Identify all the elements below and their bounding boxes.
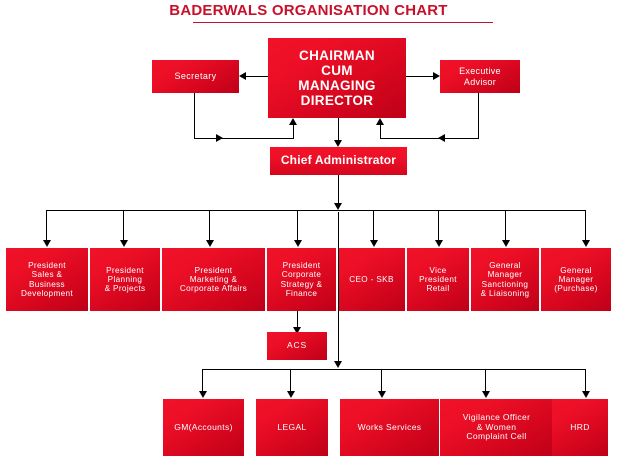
connector-unit-drop-1 [202,369,204,392]
arrow-left-icon-executive-advisor-feedback [438,134,445,142]
arrow-up-icon-executive-advisor-feedback [376,118,384,125]
node-secretary-label: Secretary [174,71,217,82]
node-department-label: General Manager (Purchase) [554,265,598,294]
node-executive-advisor[interactable]: Executive Advisor [440,60,520,93]
node-ceo-skb[interactable]: CEO - SKB [338,248,405,311]
node-department-label: Vice President Retail [419,265,457,294]
arrow-down-icon-to-department-bus [334,203,342,210]
arrow-right-icon-secretary-feedback [216,134,223,142]
node-acs[interactable]: ACS [267,332,327,360]
connector-secretary-feedback-down [194,93,196,139]
node-unit-label: GM(Accounts) [174,421,233,432]
node-president-corporate-strategy-finance[interactable]: President Corporate Strategy & Finance [267,248,336,311]
arrow-down-icon-unit-5 [581,391,590,398]
arrow-down-icon-dept-3 [205,240,214,247]
arrow-down-icon-dept-6 [434,240,443,247]
connector-secretary-feedback-across [194,137,294,139]
connector-chief-administrator-drop [337,175,339,205]
arrow-down-icon-unit-3 [377,391,386,398]
arrow-left-icon-to-secretary [239,72,246,80]
node-chief-administrator[interactable]: Chief Administrator [270,147,407,175]
node-department-label: President Corporate Strategy & Finance [280,261,323,298]
connector-unit-drop-2 [290,369,292,392]
node-department-label: General Manager Sanctioning & Liaisoning [480,261,530,298]
node-unit-label: LEGAL [277,421,307,432]
page-title: BADERWALS ORGANISATION CHART [169,2,448,19]
connector-unit-drop-3 [381,369,383,392]
unit-distribution-bus [202,369,586,371]
connector-unit-drop-4 [485,369,487,392]
node-works-services[interactable]: Works Services [340,399,439,456]
connector-secretary-feedback-up [293,125,295,138]
connector-bus-drop-8 [585,210,587,241]
arrow-right-icon-to-executive-advisor [433,72,440,80]
arrow-down-icon-to-acs [293,327,301,334]
connector-chief-administrator-spine-to-units [337,212,339,363]
node-unit-label: HRD [570,421,590,432]
node-executive-advisor-label: Executive Advisor [459,66,501,87]
node-unit-label: Works Services [357,421,422,432]
node-general-manager-purchase[interactable]: General Manager (Purchase) [541,248,611,311]
connector-bus-drop-6 [438,210,440,241]
connector-bus-drop-3 [209,210,211,241]
node-department-label: President Planning & Projects [104,265,146,294]
arrow-down-icon-dept-7 [501,240,510,247]
node-vigilance-officer-women-complaint-cell[interactable]: Vigilance Officer & Women Complaint Cell [440,399,553,456]
connector-bus-drop-1 [46,210,48,241]
arrow-down-icon-unit-4 [481,391,490,398]
connector-executive-advisor-feedback-across [380,137,479,139]
arrow-down-icon-dept-5 [369,240,378,247]
connector-bus-drop-7 [505,210,507,241]
node-vice-president-retail[interactable]: Vice President Retail [407,248,469,311]
node-chairman-cum-managing-director[interactable]: CHAIRMAN CUM MANAGING DIRECTOR [268,38,406,118]
node-acs-label: ACS [287,340,307,351]
node-chairman-label: CHAIRMAN CUM MANAGING DIRECTOR [298,47,376,109]
node-general-manager-sanctioning-liaisoning[interactable]: General Manager Sanctioning & Liaisoning [471,248,539,311]
connector-executive-advisor-feedback-up [380,125,382,138]
arrow-up-icon-secretary-feedback [289,118,297,125]
connector-bus-drop-5 [373,210,375,241]
connector-corporate-strategy-to-acs [296,311,298,329]
arrow-down-icon-dept-1 [42,240,51,247]
node-hrd[interactable]: HRD [552,399,608,456]
arrow-down-icon-unit-1 [198,391,207,398]
connector-chairman-to-secretary [246,75,268,77]
connector-bus-drop-4 [297,210,299,241]
arrow-down-icon-to-chief-administrator [334,140,342,147]
connector-chairman-to-executive-advisor [406,75,433,77]
connector-chairman-to-chief-administrator [337,118,339,140]
connector-executive-advisor-feedback-down [478,93,480,139]
department-distribution-bus [46,210,586,212]
connector-unit-drop-5 [585,369,587,392]
node-president-sales-business-development[interactable]: President Sales & Business Development [6,248,88,311]
arrow-down-icon-dept-2 [119,240,128,247]
node-president-planning-projects[interactable]: President Planning & Projects [90,248,160,311]
title-underline [193,22,493,23]
arrow-down-icon-to-unit-bus [334,361,342,368]
arrow-down-icon-dept-8 [581,240,590,247]
node-department-label: President Sales & Business Development [20,261,74,298]
node-secretary[interactable]: Secretary [152,60,239,93]
node-gm-accounts[interactable]: GM(Accounts) [163,399,244,456]
arrow-down-icon-dept-4 [293,240,302,247]
node-chief-administrator-label: Chief Administrator [280,153,397,168]
node-president-marketing-corporate-affairs[interactable]: President Marketing & Corporate Affairs [162,248,265,311]
connector-bus-drop-2 [123,210,125,241]
arrow-down-icon-unit-2 [286,391,295,398]
node-legal[interactable]: LEGAL [256,399,328,456]
node-unit-label: Vigilance Officer & Women Complaint Cell [462,412,531,442]
node-department-label: CEO - SKB [349,274,394,284]
node-department-label: President Marketing & Corporate Affairs [179,265,248,294]
